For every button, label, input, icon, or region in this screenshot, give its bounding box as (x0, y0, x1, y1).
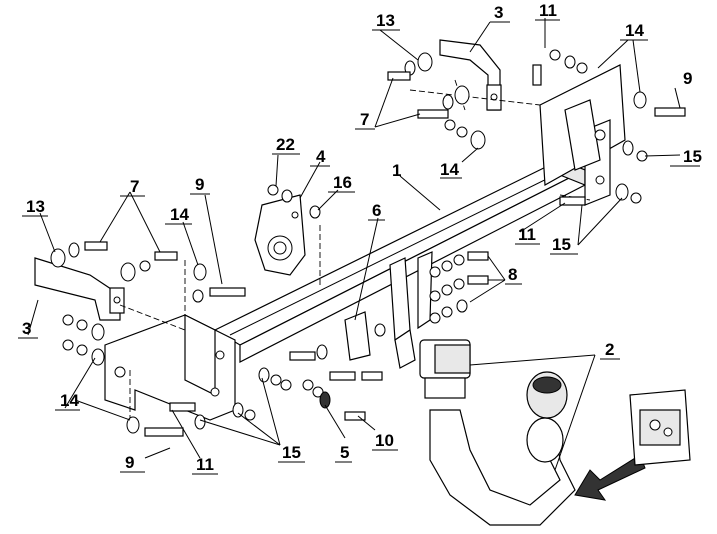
left-side-bracket (34, 257, 125, 321)
callout-8: 8 (508, 265, 517, 284)
assembly-lines (119, 79, 591, 420)
arrow-to-kit (574, 454, 646, 501)
callout-14-left-top: 14 (170, 205, 189, 224)
callout-13-right: 13 (376, 11, 395, 30)
callout-1: 1 (392, 161, 401, 180)
callout-11-right-top: 11 (539, 1, 557, 20)
callout-7-right: 7 (360, 110, 369, 129)
socket-plate (254, 194, 306, 276)
hardware-kit-bag (629, 389, 691, 466)
fasteners (50, 49, 686, 437)
callout-14-right-mid: 14 (440, 160, 459, 179)
ball-mount-plates (344, 251, 433, 369)
callout-11-right-mid: 11 (518, 225, 536, 244)
right-upper-bracket (439, 39, 502, 111)
callout-2: 2 (605, 340, 614, 359)
callout-7-left: 7 (130, 177, 139, 196)
callout-15-right-top: 15 (683, 147, 702, 166)
leader-lines (27, 18, 681, 471)
callout-3-right: 3 (494, 3, 503, 22)
callout-6: 6 (372, 201, 381, 220)
callout-14-right-top: 14 (625, 21, 644, 40)
callout-4: 4 (316, 147, 326, 166)
callout-11-left: 11 (196, 455, 214, 474)
callout-9-left-bottom: 9 (125, 453, 134, 472)
callout-13-left: 13 (26, 197, 45, 216)
callout-15-right-bottom: 15 (552, 235, 571, 254)
callout-10: 10 (375, 431, 394, 450)
tow-ball-hook (429, 371, 576, 526)
callout-9-right: 9 (683, 69, 692, 88)
callout-22: 22 (276, 135, 295, 154)
right-side-bracket (539, 64, 626, 206)
callout-5: 5 (340, 443, 349, 462)
callout-16: 16 (333, 173, 352, 192)
callout-underlines (18, 19, 700, 475)
electric-socket (419, 339, 471, 399)
left-side-plate (104, 314, 236, 421)
callout-labels: 13 3 11 14 9 7 14 15 1 22 4 16 6 11 15 8… (22, 1, 702, 474)
callout-14-left-bottom: 14 (60, 391, 79, 410)
callout-3-left: 3 (22, 319, 31, 338)
callout-9-left-top: 9 (195, 175, 204, 194)
callout-15-left: 15 (282, 443, 301, 462)
